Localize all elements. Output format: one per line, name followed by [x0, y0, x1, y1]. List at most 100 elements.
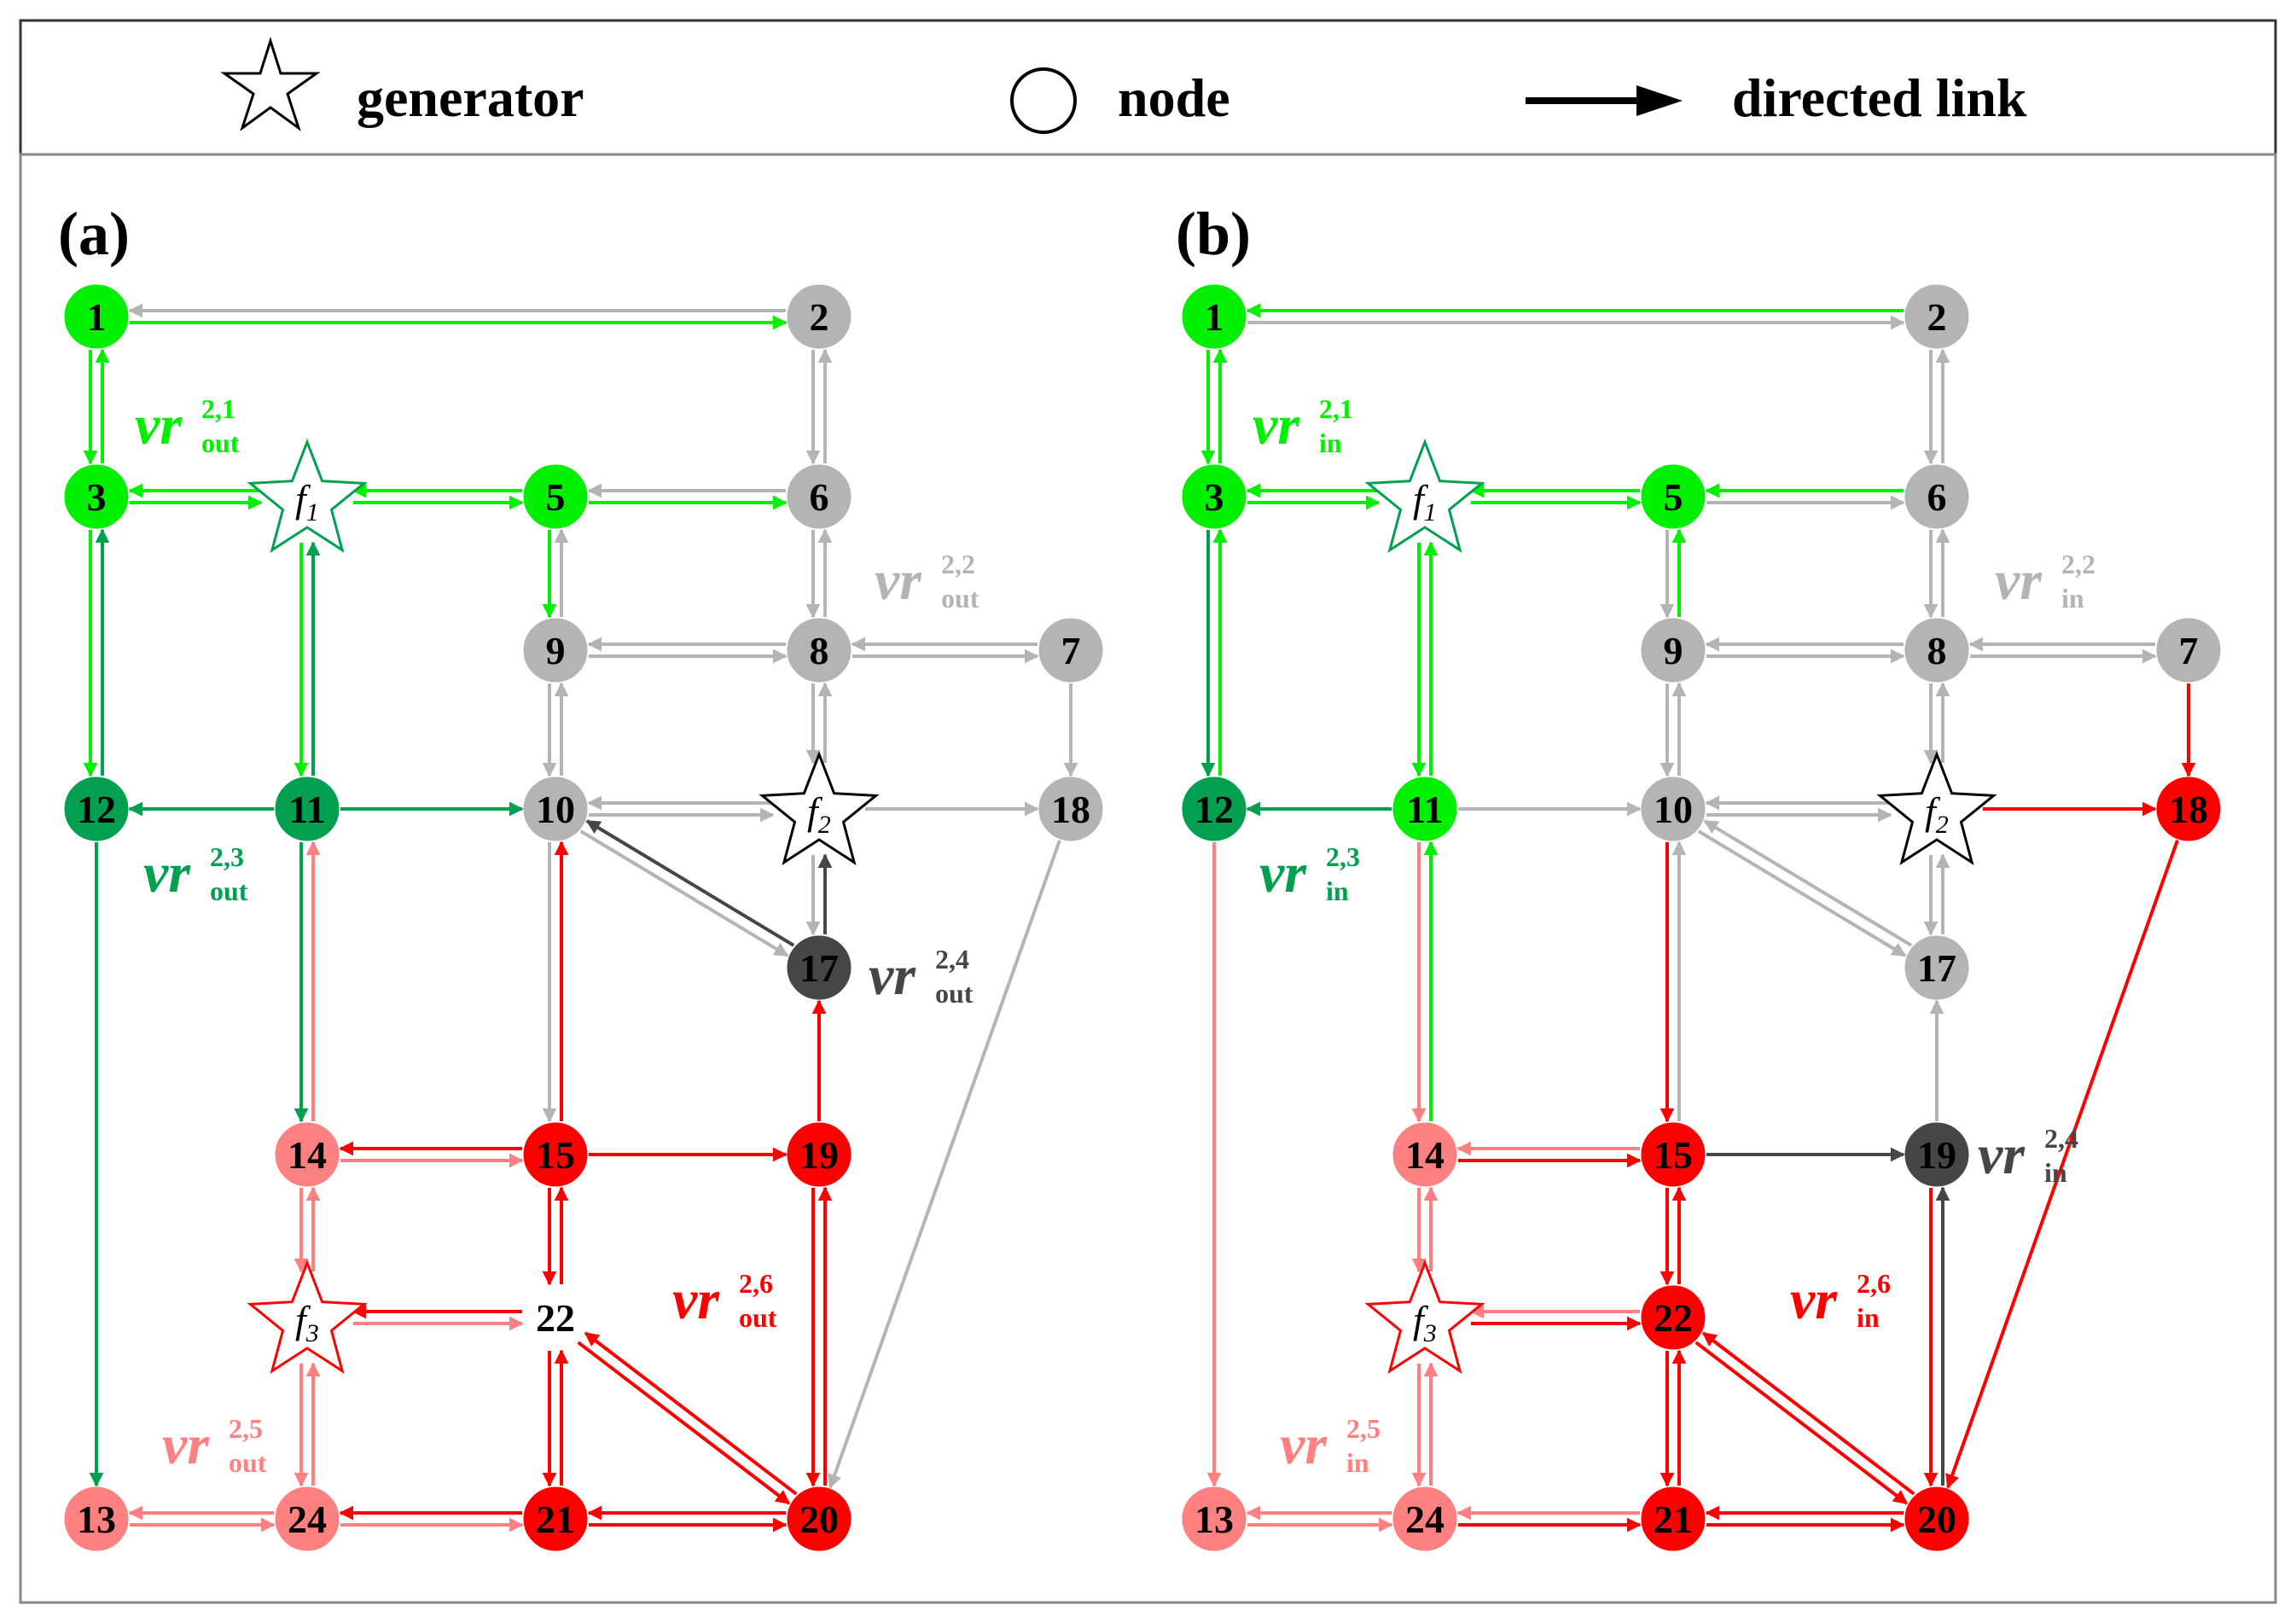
legend-node-label: node [1118, 67, 1230, 128]
generator-f2: f2 [759, 750, 880, 865]
node-circle [1038, 777, 1103, 841]
node-circle [524, 1286, 587, 1349]
link-20-to-22 [1701, 1331, 1915, 1496]
region-label-base: vr [162, 1414, 210, 1476]
node-label: 13 [77, 1498, 116, 1541]
node-label: 24 [1405, 1498, 1444, 1541]
star-icon [759, 750, 880, 865]
node-label: 2 [810, 295, 829, 339]
node-14: 14 [275, 1122, 340, 1187]
panels-frame [19, 153, 2277, 1604]
region-label-sub: out [201, 428, 240, 458]
node-circle [523, 618, 588, 683]
node-circle [523, 777, 588, 841]
node-17: 17 [1904, 935, 1969, 1000]
node-circle [523, 1486, 588, 1551]
generator-f3: f3 [247, 1259, 368, 1374]
node-22: 22 [524, 1286, 587, 1349]
node-label: 22 [1654, 1296, 1693, 1340]
region-label-base: vr [1978, 1124, 2026, 1186]
circle-icon [1010, 67, 1077, 134]
node-21: 21 [523, 1486, 588, 1551]
generator-f2: f2 [1876, 750, 1997, 865]
node-circle [523, 1122, 588, 1187]
generator-f3: f3 [1364, 1259, 1485, 1374]
node-15: 15 [523, 1122, 588, 1187]
node-2: 2 [787, 284, 852, 349]
node-8: 8 [787, 618, 852, 683]
node-3: 3 [1182, 464, 1247, 529]
node-label: 3 [1205, 475, 1224, 519]
node-10: 10 [1641, 777, 1706, 841]
region-label-base: vr [869, 945, 916, 1007]
node-label: 3 [87, 475, 107, 519]
node-label: 11 [288, 788, 325, 831]
star-icon [1364, 1259, 1485, 1374]
node-10: 10 [523, 777, 588, 841]
node-label: 12 [77, 788, 116, 831]
node-18: 18 [1038, 777, 1103, 841]
node-5: 5 [1641, 464, 1706, 529]
region-label-base: vr [1253, 394, 1300, 457]
node-circle [1182, 1486, 1247, 1551]
node-20: 20 [1904, 1486, 1969, 1551]
node-circle [64, 284, 129, 349]
node-label: 20 [1917, 1498, 1956, 1541]
node-label: 14 [1405, 1133, 1444, 1177]
node-label: 5 [1664, 475, 1683, 519]
arrow-right-head [1636, 85, 1683, 116]
region-label-sup: 2,4 [2044, 1123, 2078, 1154]
region-label-sub: out [210, 875, 248, 906]
node-label: 14 [288, 1133, 327, 1177]
node-circle [1641, 777, 1706, 841]
node-circle [1904, 284, 1969, 349]
region-label-base: vr [1995, 550, 2043, 612]
node-label: 17 [1917, 946, 1956, 990]
star-icon [220, 37, 321, 131]
region-label-sup: 2,3 [1326, 841, 1360, 872]
region-label-sub: out [229, 1447, 267, 1478]
region-label-sup: 2,6 [739, 1268, 773, 1299]
node-circle [1641, 1486, 1706, 1551]
node-13: 13 [64, 1486, 129, 1551]
node-11: 11 [1392, 777, 1457, 841]
node-label: 17 [799, 946, 839, 990]
node-label: 19 [1917, 1133, 1956, 1177]
node-circle [1182, 777, 1247, 841]
node-circle [275, 1122, 340, 1187]
star-icon [247, 438, 368, 553]
node-17: 17 [787, 935, 852, 1000]
node-label: 9 [1664, 629, 1683, 672]
node-6: 6 [787, 464, 852, 529]
node-label: 5 [546, 475, 566, 519]
link-20-to-22 [584, 1331, 798, 1496]
node-circle [64, 777, 129, 841]
region-label-sub: in [2044, 1157, 2067, 1188]
legend-link-label: directed link [1732, 67, 2027, 128]
link-22-to-20 [1694, 1341, 1909, 1505]
node-7: 7 [2156, 618, 2221, 683]
region-label-sup: 2,2 [941, 549, 975, 579]
node-label: 22 [536, 1296, 575, 1340]
link-17-to-10 [1703, 819, 1913, 947]
node-label: 2 [1927, 295, 1947, 339]
region-label-sub: in [1346, 1447, 1369, 1478]
node-24: 24 [275, 1486, 340, 1551]
star-icon [1876, 750, 1997, 865]
region-label-sup: 2,5 [229, 1413, 263, 1444]
node-circle [1904, 935, 1969, 1000]
node-19: 19 [787, 1122, 852, 1187]
star-icon [247, 1259, 368, 1374]
node-9: 9 [1641, 618, 1706, 683]
link-22-to-20 [577, 1341, 791, 1505]
region-label-sub: in [1326, 875, 1349, 906]
node-circle [64, 1486, 129, 1551]
node-5: 5 [523, 464, 588, 529]
node-circle [1182, 284, 1247, 349]
